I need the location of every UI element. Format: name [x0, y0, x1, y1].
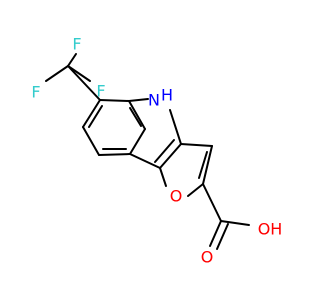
bond-benzene-6 — [82, 99, 101, 128]
bond-carboxyl-carbon — [202, 183, 222, 222]
bond-carboxyl-carbonyl-1 — [209, 220, 222, 247]
hydroxyl-label: OH — [258, 220, 283, 239]
bond-pyrrole-4 — [129, 153, 161, 169]
bond-pyrrole-inner — [154, 139, 175, 163]
bond-benzene-1 — [99, 99, 130, 102]
bond-benzene-3 — [129, 128, 146, 155]
bond-benzene-inner-3 — [88, 105, 103, 128]
bond-benzene-4 — [98, 153, 131, 156]
bond-pyrrole-1 — [128, 98, 149, 102]
bond-carboxyl-carbonyl-2 — [216, 223, 229, 250]
bond-cf3-carbon-f-left — [45, 65, 69, 82]
bond-furan-1 — [180, 143, 213, 147]
bond-group — [45, 53, 250, 250]
bond-pyrrole-2 — [169, 109, 182, 145]
molecule-structure: F F F N H O O OH — [31, 35, 282, 267]
fluorine-top-label: F — [72, 35, 81, 54]
bond-furan-inner — [198, 151, 208, 179]
bond-cf3-carbon-ring — [67, 65, 101, 101]
carbonyl-oxygen-label: O — [201, 248, 214, 267]
bond-furan-3 — [187, 183, 204, 197]
nitrogen-label: N — [148, 91, 160, 110]
bond-furan-2 — [202, 145, 213, 185]
bond-benzene-inner-1 — [129, 107, 142, 127]
atom-labels: F F F N H O O OH — [31, 35, 282, 267]
fluorine-left-label: F — [31, 83, 40, 102]
bond-cf3-carbon-f-top — [67, 53, 77, 67]
nitrogen-hydrogen-label: H — [161, 86, 173, 105]
bond-carboxyl-hydroxyl — [220, 220, 250, 226]
ring-oxygen-label: O — [170, 187, 183, 206]
bond-benzene-2 — [128, 100, 146, 130]
bond-benzene-5 — [82, 126, 100, 156]
fluorine-right-label: F — [96, 82, 105, 101]
bond-pyrrole-3 — [159, 143, 182, 169]
bond-furan-4 — [159, 167, 167, 187]
